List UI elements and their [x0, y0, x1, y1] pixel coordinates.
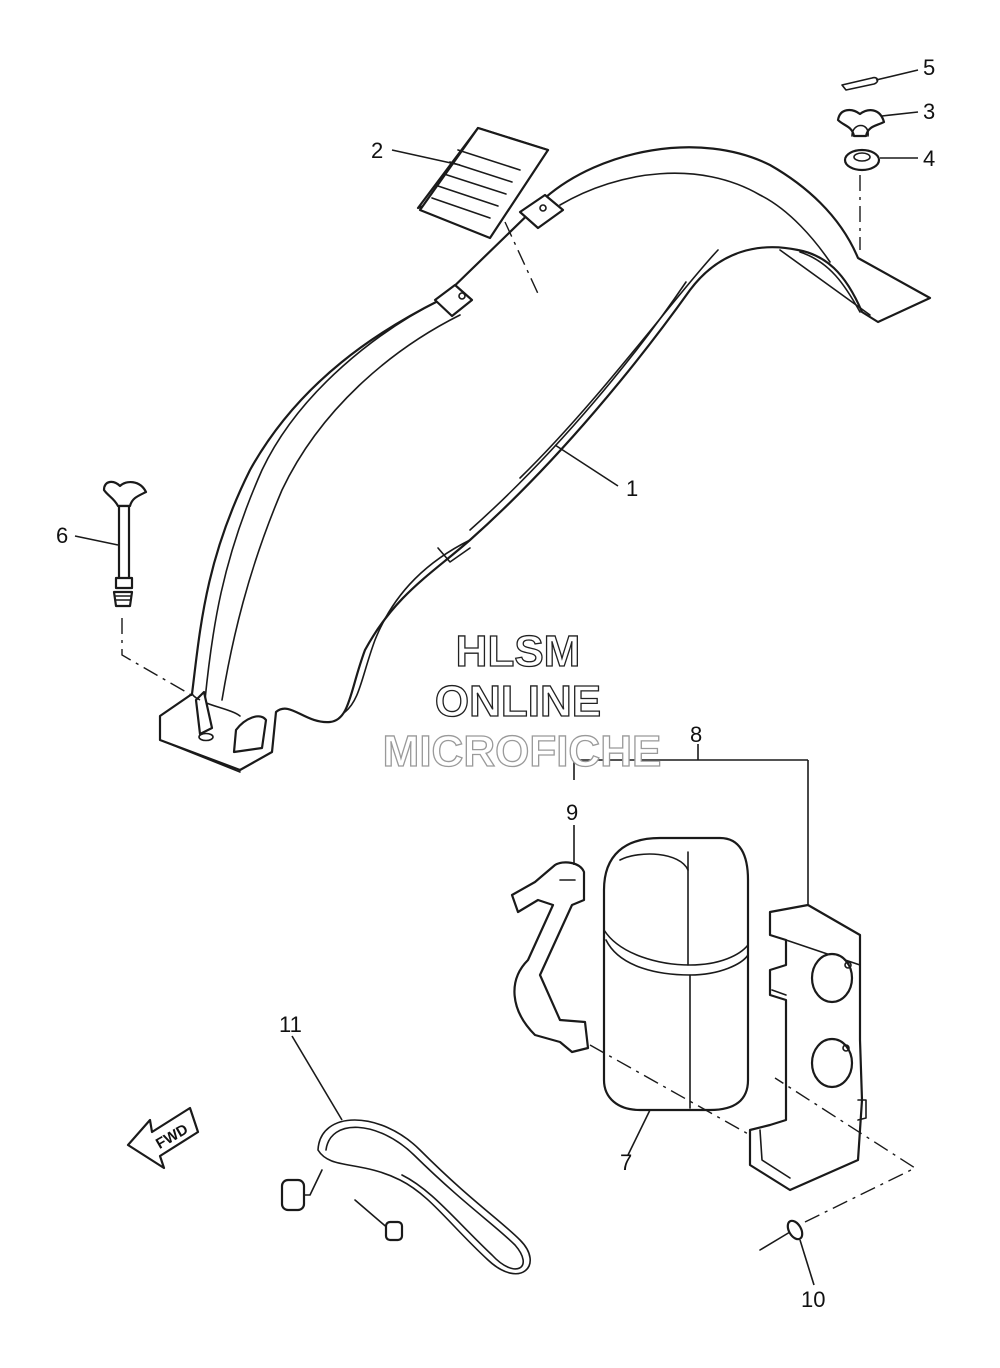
- bracket-part[interactable]: [748, 903, 867, 1192]
- callout-6: 6: [56, 523, 68, 548]
- leader-lines: [74, 69, 919, 1286]
- bolt-part[interactable]: [102, 480, 201, 701]
- hose-part[interactable]: [280, 1119, 531, 1275]
- callout-3: 3: [923, 99, 935, 124]
- callout-labels: 1 2 3 4 5 6 7 8 9 10 11: [56, 55, 935, 1312]
- decal-part[interactable]: [416, 126, 550, 299]
- watermark-line-1: HLSM: [456, 627, 581, 676]
- watermark: HLSM ONLINE MICROFICHE: [382, 626, 662, 776]
- callout-9: 9: [566, 800, 578, 825]
- callout-10: 10: [801, 1287, 825, 1312]
- fender-part[interactable]: [158, 146, 932, 773]
- rivet-part[interactable]: [759, 1077, 917, 1251]
- callout-7: 7: [620, 1150, 632, 1175]
- callout-2: 2: [371, 138, 383, 163]
- watermark-line-2: ONLINE: [435, 677, 601, 726]
- tank-part[interactable]: [602, 836, 750, 1112]
- watermark-line-3: MICROFICHE: [383, 727, 662, 776]
- callout-8: 8: [690, 722, 702, 747]
- fwd-arrow-icon: FWD: [126, 1106, 200, 1170]
- callout-1: 1: [626, 476, 638, 501]
- callout-11: 11: [279, 1012, 302, 1037]
- wing-nut-part[interactable]: [836, 108, 886, 138]
- strap-part[interactable]: [510, 861, 751, 1136]
- callout-4: 4: [923, 146, 935, 171]
- grommet-part[interactable]: [843, 148, 881, 172]
- callout-5: 5: [923, 55, 935, 80]
